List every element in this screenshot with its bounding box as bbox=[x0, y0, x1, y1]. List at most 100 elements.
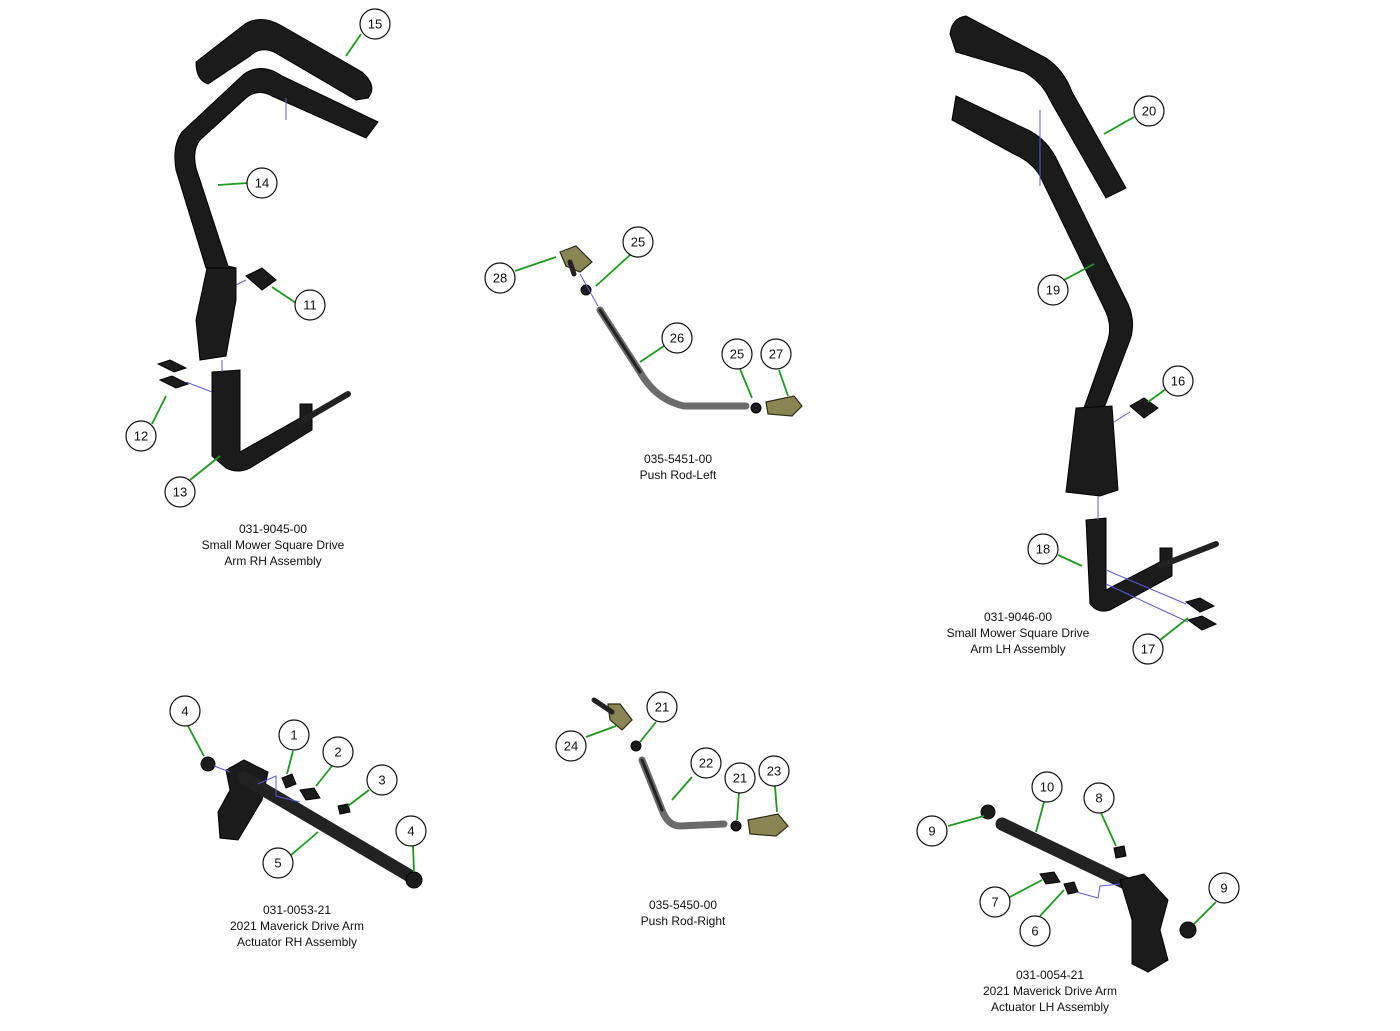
rod-end bbox=[747, 813, 789, 837]
svg-text:3: 3 bbox=[378, 773, 385, 788]
handle-grip bbox=[195, 19, 373, 101]
cap-nut bbox=[1179, 921, 1197, 939]
handle-cap bbox=[245, 267, 277, 291]
caption-description: Push Rod-Right bbox=[641, 914, 726, 928]
callout-balloon: 2 bbox=[322, 736, 354, 768]
callout-balloon: 13 bbox=[164, 476, 196, 508]
callout-balloon: 24 bbox=[555, 730, 587, 762]
callout-balloon: 18 bbox=[1027, 533, 1059, 565]
callout-balloon: 16 bbox=[1162, 365, 1194, 397]
callout-balloon: 25 bbox=[721, 338, 753, 370]
svg-text:13: 13 bbox=[173, 485, 187, 500]
callout-balloon: 5 bbox=[262, 847, 294, 879]
caption-description: 2021 Maverick Drive Arm bbox=[983, 984, 1117, 998]
drive-bracket bbox=[211, 369, 313, 472]
caption-part-number: 031-9045-00 bbox=[239, 522, 307, 536]
svg-text:6: 6 bbox=[1031, 924, 1038, 939]
svg-text:9: 9 bbox=[928, 824, 935, 839]
callout-balloon: 6 bbox=[1019, 915, 1051, 947]
caption-part-number: 035-5451-00 bbox=[644, 452, 712, 466]
jam-nut bbox=[630, 740, 642, 752]
assembly-captions: 031-9045-00 Small Mower Square Drive Arm… bbox=[202, 452, 1117, 1014]
bolt bbox=[1039, 871, 1061, 885]
ball-joint bbox=[559, 245, 593, 273]
callout-balloon: 9 bbox=[916, 815, 948, 847]
handle-tube bbox=[174, 68, 379, 269]
caption-description: Arm LH Assembly bbox=[970, 642, 1065, 656]
svg-text:18: 18 bbox=[1036, 542, 1050, 557]
jam-nut bbox=[730, 820, 742, 832]
svg-text:15: 15 bbox=[368, 17, 382, 32]
nut bbox=[281, 773, 297, 789]
svg-text:4: 4 bbox=[407, 824, 414, 839]
assembly-actuator-rh bbox=[200, 756, 423, 889]
set-screw bbox=[337, 803, 351, 815]
svg-text:10: 10 bbox=[1040, 780, 1054, 795]
callout-balloon: 7 bbox=[979, 886, 1011, 918]
svg-text:14: 14 bbox=[255, 176, 269, 191]
svg-text:5: 5 bbox=[274, 856, 281, 871]
svg-text:7: 7 bbox=[991, 895, 998, 910]
assembly-rh-drive-arm bbox=[156, 19, 379, 472]
callout-balloon: 25 bbox=[622, 226, 654, 258]
callout-balloon: 15 bbox=[359, 8, 391, 40]
svg-text:19: 19 bbox=[1046, 283, 1060, 298]
bushing bbox=[980, 804, 996, 820]
callout-balloon: 4 bbox=[395, 815, 427, 847]
caption-part-number: 031-0053-21 bbox=[263, 903, 331, 917]
actuator-shaft bbox=[995, 817, 1147, 897]
cap-nut bbox=[405, 871, 423, 889]
callout-balloon: 17 bbox=[1132, 633, 1164, 665]
bolt bbox=[1184, 597, 1216, 613]
callout-balloon: 28 bbox=[484, 262, 516, 294]
callout-balloon: 21 bbox=[646, 691, 678, 723]
svg-text:17: 17 bbox=[1141, 642, 1155, 657]
bolt bbox=[299, 787, 321, 801]
callout-balloon: 22 bbox=[690, 747, 722, 779]
callout-balloon: 9 bbox=[1208, 872, 1240, 904]
bolt bbox=[1186, 615, 1218, 631]
svg-text:24: 24 bbox=[564, 739, 578, 754]
assembly-actuator-lh bbox=[980, 804, 1197, 973]
svg-text:26: 26 bbox=[670, 331, 684, 346]
handle-grip bbox=[949, 15, 1127, 199]
handle-tube bbox=[951, 95, 1134, 409]
svg-text:16: 16 bbox=[1171, 374, 1185, 389]
svg-text:21: 21 bbox=[733, 771, 747, 786]
svg-text:4: 4 bbox=[181, 704, 188, 719]
svg-text:2: 2 bbox=[334, 745, 341, 760]
callout-balloon: 27 bbox=[760, 338, 792, 370]
svg-text:20: 20 bbox=[1142, 104, 1156, 119]
callout-balloon: 19 bbox=[1037, 274, 1069, 306]
caption-description: Arm RH Assembly bbox=[224, 554, 321, 568]
callout-balloon: 10 bbox=[1031, 771, 1063, 803]
svg-text:22: 22 bbox=[699, 756, 713, 771]
nut bbox=[1063, 881, 1079, 895]
callout-balloon: 21 bbox=[724, 762, 756, 794]
callout-balloon: 3 bbox=[366, 764, 398, 796]
callout-balloon: 8 bbox=[1083, 782, 1115, 814]
svg-text:23: 23 bbox=[767, 764, 781, 779]
bushing bbox=[200, 756, 216, 772]
bolt bbox=[158, 375, 190, 389]
callout-balloon: 20 bbox=[1133, 95, 1165, 127]
assembly-push-rod-right bbox=[591, 697, 789, 837]
assembly-lh-drive-arm bbox=[949, 15, 1219, 631]
set-screw bbox=[1113, 845, 1127, 859]
callout-balloon: 4 bbox=[169, 695, 201, 727]
jam-nut bbox=[750, 402, 762, 414]
svg-text:8: 8 bbox=[1095, 791, 1102, 806]
callout-balloons: 15 14 11 12 13 28 25 26 25 27 20 19 16 1… bbox=[125, 8, 1240, 947]
callout-balloon: 14 bbox=[246, 167, 278, 199]
ball-joint bbox=[607, 703, 633, 731]
handle-receiver bbox=[1065, 405, 1119, 497]
svg-text:12: 12 bbox=[134, 429, 148, 444]
callout-balloon: 23 bbox=[758, 755, 790, 787]
leader-lines bbox=[151, 33, 1217, 925]
svg-text:11: 11 bbox=[303, 298, 317, 313]
caption-description: Push Rod-Left bbox=[640, 468, 717, 482]
svg-text:28: 28 bbox=[493, 271, 507, 286]
actuator-shaft bbox=[237, 771, 417, 883]
svg-text:9: 9 bbox=[1220, 881, 1227, 896]
